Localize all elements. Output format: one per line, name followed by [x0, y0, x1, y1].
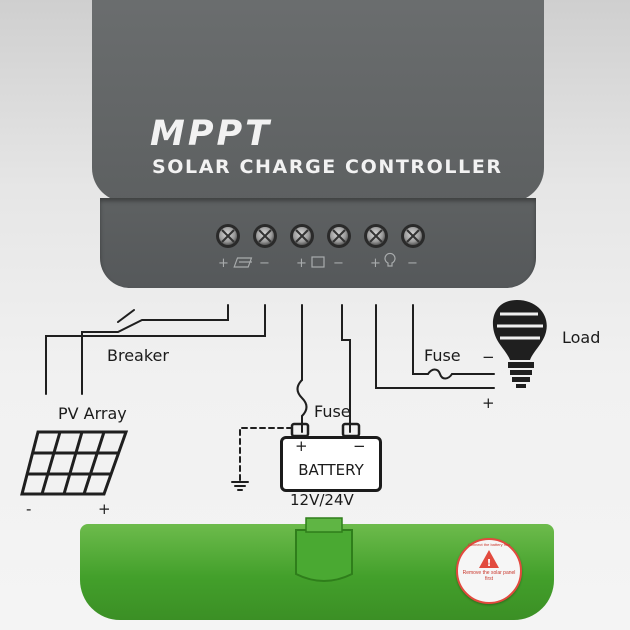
load-fuse-label: Fuse	[424, 346, 461, 365]
pv-plus-sign: +	[98, 500, 111, 518]
battery-negative-wire	[341, 304, 351, 433]
battery-plus-sign: +	[295, 437, 308, 455]
warning-triangle-icon	[479, 550, 499, 568]
pv-negative-wire	[45, 304, 266, 395]
terminal-screws	[216, 224, 425, 248]
product-title: MPPT	[150, 114, 273, 154]
terminal-polarity-marks: + − + − + −	[218, 256, 418, 271]
battery-label: BATTERY	[298, 461, 364, 479]
polarity-mark: −	[407, 256, 418, 271]
load-negative-wire	[412, 304, 429, 375]
ground-wire	[239, 427, 293, 483]
polarity-mark: +	[218, 256, 229, 271]
terminal-screw-battery-minus	[327, 224, 351, 248]
controller-housing	[92, 0, 544, 202]
terminal-icons	[233, 252, 396, 268]
cover-latch	[295, 529, 353, 582]
load-label: Load	[562, 328, 601, 347]
wires	[45, 304, 495, 491]
bulb-icon	[384, 252, 396, 267]
polarity-mark: +	[296, 256, 307, 271]
seal-ring-text: Connect the battery first	[467, 542, 511, 547]
polarity-mark: −	[259, 256, 270, 271]
polarity-mark: −	[333, 256, 344, 271]
seal-inner-text: Remove the solar panel first	[462, 570, 516, 582]
battery-fuse-symbol	[296, 379, 308, 417]
terminal-screw-pv-minus	[253, 224, 277, 248]
battery-box: + − BATTERY	[280, 436, 382, 492]
pv-positive-wire	[81, 304, 229, 395]
breaker-label: Breaker	[107, 346, 169, 365]
pv-array-label: PV Array	[58, 404, 127, 423]
battery-minus-sign: −	[353, 437, 366, 455]
load-fuse-symbol	[427, 368, 453, 380]
battery-voltage-label: 12V/24V	[290, 491, 354, 509]
product-subtitle: SOLAR CHARGE CONTROLLER	[152, 156, 503, 178]
bulb-icon	[492, 300, 547, 388]
breaker-symbol	[117, 309, 135, 323]
polarity-mark: +	[370, 256, 381, 271]
warning-seal: ! Connect the battery first Remove the s…	[456, 538, 522, 604]
terminal-block	[100, 198, 536, 288]
terminal-screw-battery-plus	[290, 224, 314, 248]
pv-minus-sign: -	[26, 500, 32, 518]
terminal-screw-load-minus	[401, 224, 425, 248]
load-plus-sign: +	[482, 394, 495, 412]
cover-tab	[305, 517, 343, 533]
ground-symbol	[231, 481, 249, 491]
battery-fuse-label: Fuse	[314, 402, 351, 421]
svg-text:!: !	[487, 558, 492, 569]
terminal-screw-pv-plus	[216, 224, 240, 248]
solar-panel-icon	[20, 430, 129, 496]
terminal-screw-load-plus	[364, 224, 388, 248]
battery-icon	[311, 256, 325, 268]
load-positive-wire	[375, 304, 495, 389]
load-minus-sign: −	[482, 348, 495, 366]
